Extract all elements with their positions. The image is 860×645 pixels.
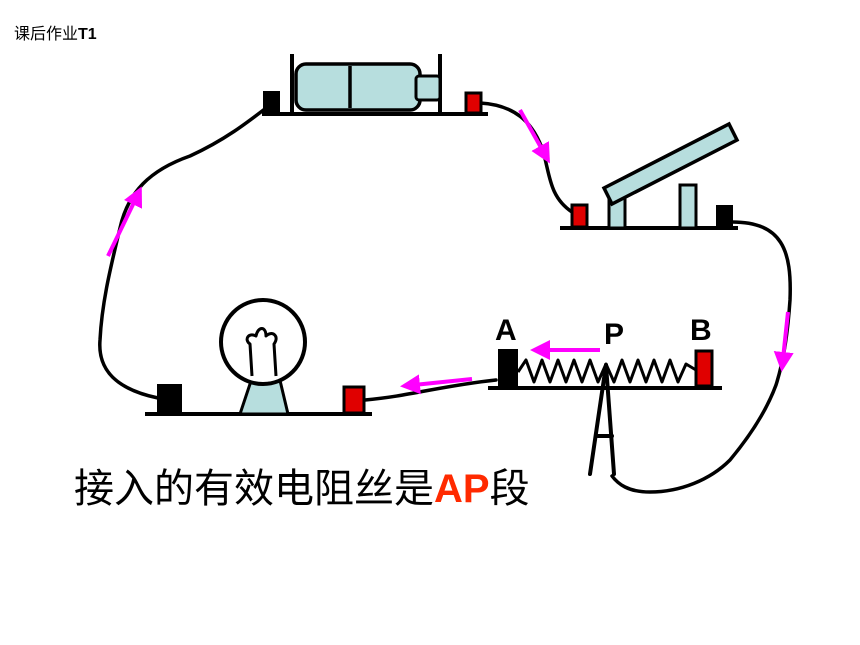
switch-terminal-red xyxy=(570,203,589,229)
label-b: B xyxy=(690,314,712,347)
current-arrow-icon xyxy=(773,311,794,372)
current-arrow-icon xyxy=(518,109,550,164)
label-p: P xyxy=(604,318,624,351)
caption-suffix: 段 xyxy=(489,466,530,512)
caption-text: 接入的有效电阻丝是 xyxy=(74,466,434,512)
wire-rheostat-to-bulb xyxy=(363,378,498,402)
switch-terminal-black xyxy=(716,205,733,227)
battery-terminal-negative xyxy=(263,91,280,113)
rheostat-terminal-a xyxy=(498,349,518,387)
header-suffix: T1 xyxy=(78,26,97,43)
slider-stand xyxy=(588,363,616,476)
slide-header: 课后作业T1 xyxy=(14,20,97,44)
current-arrow-icon xyxy=(400,374,473,395)
wire-switch-to-rheostat xyxy=(610,220,792,494)
bulb-terminal-black xyxy=(157,384,182,414)
caption-highlight: AP xyxy=(434,467,490,511)
battery-icon xyxy=(294,62,422,112)
header-prefix: 课后作业 xyxy=(14,24,79,43)
rheostat: A P B xyxy=(488,314,722,476)
current-arrows xyxy=(106,109,794,395)
knife-switch xyxy=(560,121,740,230)
rheostat-terminal-b xyxy=(694,349,714,388)
label-a: A xyxy=(495,314,517,347)
caption: 接入的有效电阻丝是AP段 xyxy=(74,456,530,514)
current-arrow-icon xyxy=(106,186,143,257)
light-bulb xyxy=(145,298,372,416)
knife-switch-icon xyxy=(601,121,740,207)
bulb-filament xyxy=(245,327,278,377)
battery xyxy=(262,54,488,116)
bulb-terminal-red xyxy=(342,385,366,415)
battery-terminal-positive xyxy=(464,91,483,115)
